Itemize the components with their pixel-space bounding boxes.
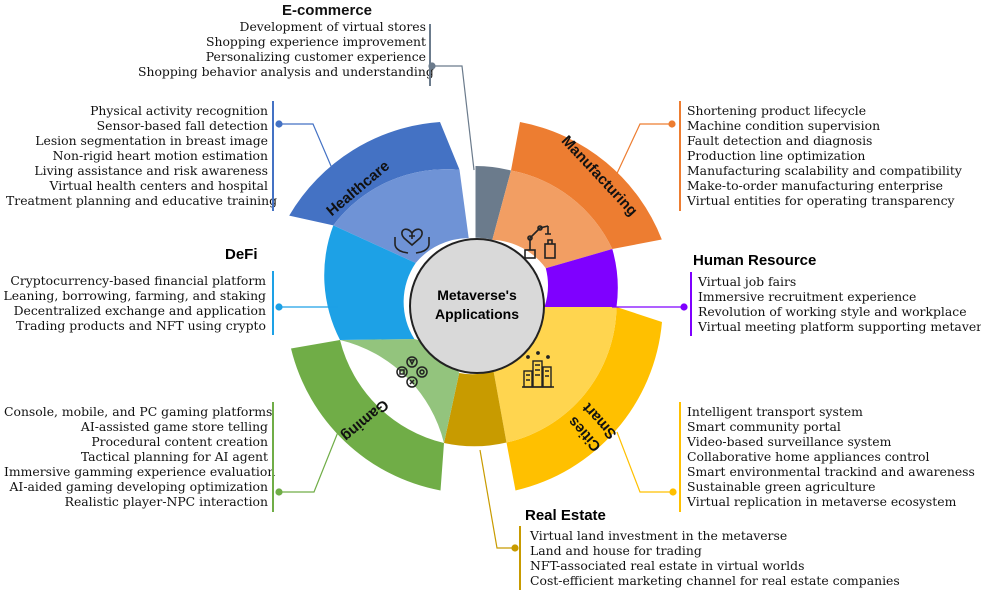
center-label-line2: Applications — [435, 306, 519, 322]
sector-gaming-inner — [340, 339, 460, 443]
item-defi-2: Decentralized exchange and application — [13, 303, 266, 318]
item-manufacturing-2: Fault detection and diagnosis — [687, 133, 873, 148]
item-defi-1: Leaning, borrowing, farming, and staking — [3, 288, 266, 303]
item-human-resource-3: Virtual meeting platform supporting meta… — [698, 319, 981, 334]
item-gaming-6: Realistic player-NPC interaction — [64, 494, 268, 509]
item-gaming-4: Immersive gamming experience evaluation — [4, 464, 276, 479]
bar-ecommerce — [429, 24, 431, 86]
sector-healthcare-inner — [333, 169, 469, 263]
connector-defi — [275, 303, 338, 311]
item-healthcare-0: Physical activity recognition — [90, 103, 268, 118]
bar-manufacturing — [679, 101, 681, 211]
sector-gaming-outer — [291, 340, 444, 491]
item-real-estate-0: Virtual land investment in the metaverse — [530, 528, 788, 543]
item-manufacturing-0: Shortening product lifecycle — [687, 103, 867, 118]
item-healthcare-1: Sensor-based fall detection — [96, 118, 268, 133]
connector-real-estate — [479, 449, 519, 552]
item-manufacturing-3: Production line optimization — [687, 148, 866, 163]
sector-healthcare-outer — [289, 122, 460, 226]
city-buildings-icon — [522, 351, 554, 388]
sector-ecommerce — [475, 165, 511, 240]
connector-smart-cities — [616, 431, 677, 496]
block-real-estate: Virtual land investment in the metaverse… — [530, 528, 900, 588]
title-human-resource: Human Resource — [693, 252, 817, 269]
item-gaming-1: AI-assisted game store telling — [80, 419, 268, 434]
connector-ecommerce — [428, 62, 475, 171]
item-ecommerce-2: Personalizing customer experience — [205, 49, 426, 64]
item-healthcare-4: Living assistance and risk awareness — [34, 163, 268, 178]
sector-defi — [324, 225, 416, 340]
item-real-estate-1: Land and house for trading — [530, 543, 702, 558]
item-human-resource-1: Immersive recruitment experience — [698, 289, 917, 304]
bar-defi — [272, 271, 274, 335]
sector-smart-cities-outer — [506, 307, 662, 491]
item-gaming-3: Tactical planning for AI agent — [80, 449, 268, 464]
gamepad-icon — [396, 356, 428, 388]
item-smart-cities-4: Smart environmental trackind and awarene… — [687, 464, 975, 479]
item-healthcare-5: Virtual health centers and hospital — [49, 178, 268, 193]
item-manufacturing-1: Machine condition supervision — [687, 118, 881, 133]
bar-healthcare — [272, 101, 274, 211]
item-manufacturing-5: Make-to-order manufacturing enterprise — [687, 178, 943, 193]
item-smart-cities-3: Collaborative home appliances control — [687, 449, 930, 464]
item-defi-0: Cryptocurrency-based financial platform — [10, 273, 266, 288]
heart-in-hands-icon — [394, 228, 430, 254]
bar-human-resource — [690, 272, 692, 336]
sector-manufacturing-outer — [511, 122, 662, 249]
bar-smart-cities — [679, 402, 681, 512]
item-manufacturing-4: Manufacturing scalability and compatibil… — [687, 163, 962, 178]
center-label-line1: Metaverse's — [437, 287, 517, 303]
title-real-estate: Real Estate — [525, 507, 606, 524]
sector-human-resource — [544, 249, 618, 307]
item-healthcare-6: Treatment planning and educative trainin… — [6, 193, 278, 208]
block-human-resource: Virtual job fairs Immersive recruitment … — [698, 274, 981, 334]
block-defi: Cryptocurrency-based financial platform … — [2, 273, 266, 333]
title-defi: DeFi — [225, 246, 258, 263]
sector-smart-cities-inner — [493, 307, 617, 443]
block-healthcare: Physical activity recognition Sensor-bas… — [6, 103, 278, 208]
item-manufacturing-6: Virtual entities for operating transpare… — [687, 193, 955, 208]
item-smart-cities-0: Intelligent transport system — [687, 404, 863, 419]
connector-manufacturing — [612, 120, 676, 183]
bar-gaming — [272, 402, 274, 512]
item-real-estate-2: NFT-associated real estate in virtual wo… — [530, 558, 805, 573]
item-human-resource-2: Revolution of working style and workplac… — [698, 304, 967, 319]
item-human-resource-0: Virtual job fairs — [698, 274, 797, 289]
item-smart-cities-6: Virtual replication in metaverse ecosyst… — [687, 494, 957, 509]
block-smart-cities: Intelligent transport system Smart commu… — [687, 404, 977, 509]
connector-gaming — [275, 431, 339, 496]
block-ecommerce: E-commerce Development of virtual stores… — [138, 2, 434, 79]
item-real-estate-3: Cost-efficient marketing channel for rea… — [530, 573, 900, 588]
block-gaming: Console, mobile, and PC gaming platforms… — [4, 404, 276, 509]
center-hub — [409, 238, 545, 374]
item-gaming-0: Console, mobile, and PC gaming platforms — [4, 404, 273, 419]
robot-arm-icon — [524, 225, 556, 259]
item-smart-cities-5: Sustainable green agriculture — [687, 479, 876, 494]
item-smart-cities-1: Smart community portal — [687, 419, 841, 434]
item-healthcare-3: Non-rigid heart motion estimation — [52, 148, 268, 163]
item-gaming-5: AI-aided gaming developing optimization — [9, 479, 268, 494]
item-gaming-2: Procedural content creation — [91, 434, 268, 449]
item-smart-cities-2: Video-based surveillance system — [687, 434, 892, 449]
item-ecommerce-3: Shopping behavior analysis and understan… — [138, 64, 434, 79]
connector-healthcare — [275, 120, 338, 181]
sector-manufacturing-inner — [492, 170, 613, 269]
bar-real-estate — [519, 526, 521, 590]
item-ecommerce-0: Development of virtual stores — [239, 19, 426, 34]
block-manufacturing: Shortening product lifecycle Machine con… — [687, 103, 977, 208]
item-defi-3: Trading products and NFT using crypto — [15, 318, 266, 333]
sector-real-estate — [444, 370, 507, 447]
item-healthcare-2: Lesion segmentation in breast image — [35, 133, 268, 148]
title-ecommerce: E-commerce — [281, 2, 373, 19]
item-ecommerce-1: Shopping experience improvement — [205, 34, 426, 49]
connector-human-resource — [612, 303, 688, 311]
